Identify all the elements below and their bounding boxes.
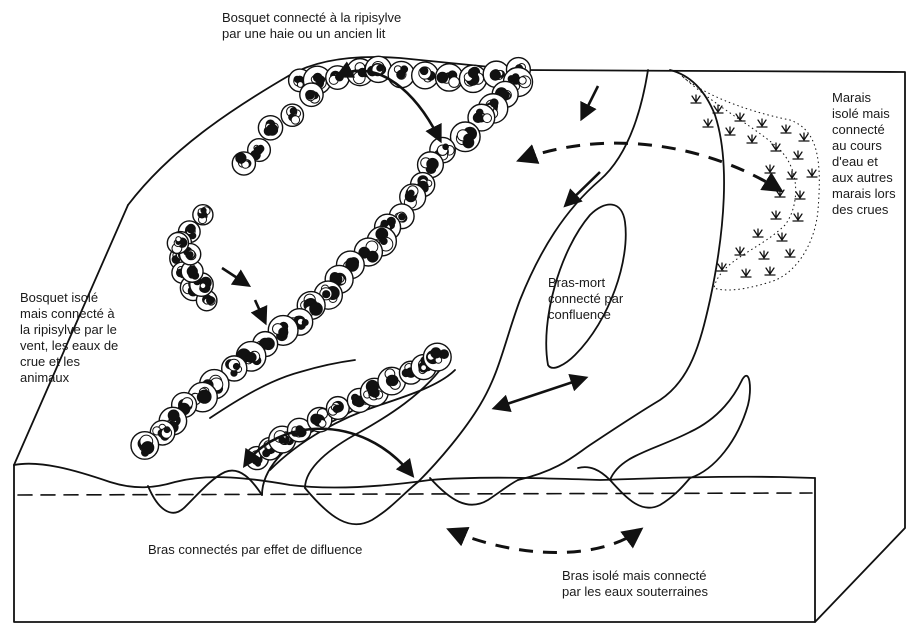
marais-line-6: aux autres <box>832 170 896 186</box>
tree-clump <box>412 62 439 89</box>
marsh-tuft <box>765 267 775 275</box>
marsh-tuft <box>741 269 751 277</box>
marsh-tuft <box>757 119 767 127</box>
tree-clump <box>326 397 349 420</box>
marsh-tuft <box>703 119 713 127</box>
bosquet-isole-line-2: mais connecté à <box>20 306 118 322</box>
tree-clump <box>459 65 486 92</box>
marsh-tuft <box>735 247 745 255</box>
marsh-tuft <box>781 125 791 133</box>
tree-clump <box>281 104 303 126</box>
marsh-tuft <box>771 143 781 151</box>
marsh-tuft <box>753 229 763 237</box>
marsh-vegetation <box>691 95 817 277</box>
channel-profile-3 <box>430 478 518 505</box>
wind-arrow-1 <box>222 268 248 285</box>
marais-label: Marais isolé mais connecté au cours d'ea… <box>832 90 896 218</box>
marsh-tuft <box>793 213 803 221</box>
bras-souterrain-line-1: Bras isolé mais connecté <box>562 568 708 584</box>
bosquet-isole-label: Bosquet isolé mais connecté à la ripisyl… <box>20 290 118 386</box>
marsh-tuft <box>807 169 817 177</box>
isolated-arm-connector <box>578 467 610 480</box>
tree-clumps <box>131 56 533 469</box>
bras-mort-line-3: confluence <box>548 307 623 323</box>
marais-line-1: Marais <box>832 90 896 106</box>
marsh-tuft <box>771 211 781 219</box>
marais-line-8: des crues <box>832 202 896 218</box>
channel-profile-2 <box>305 482 418 524</box>
bosquet-isole-line-4: vent, les eaux de <box>20 338 118 354</box>
bras-mort-label: Bras-mort connecté par confluence <box>548 275 623 323</box>
marsh-tuft <box>759 251 769 259</box>
bosquet-haie-label: Bosquet connecté à la ripisylve par une … <box>222 10 401 42</box>
marais-line-7: marais lors <box>832 186 896 202</box>
marais-line-2: isolé mais <box>832 106 896 122</box>
bosquet-haie-line-1: Bosquet connecté à la ripisylve <box>222 10 401 26</box>
marsh-tuft <box>775 189 785 197</box>
marsh-tuft <box>717 263 727 271</box>
marais-line-5: d'eau et <box>832 154 896 170</box>
bosquet-isole-line-6: animaux <box>20 370 118 386</box>
marsh-tuft <box>795 191 805 199</box>
confluence-arrow <box>495 378 585 408</box>
tree-clump <box>436 64 463 91</box>
marsh-flood-arrow <box>520 143 780 190</box>
bosquet-haie-line-2: par une haie ou un ancien lit <box>222 26 401 42</box>
marsh-tuft <box>765 165 775 173</box>
tree-clump <box>131 432 159 460</box>
wind-arrow-2 <box>255 300 265 322</box>
bras-difluence-label: Bras connectés par effet de difluence <box>148 542 362 558</box>
tree-clump <box>232 152 255 175</box>
marsh-tuft <box>787 171 797 179</box>
bras-souterrain-line-2: par les eaux souterraines <box>562 584 708 600</box>
bras-mort-line-1: Bras-mort <box>548 275 623 291</box>
marsh-tuft <box>793 151 803 159</box>
bras-mort-line-2: connecté par <box>548 291 623 307</box>
marsh-tuft <box>785 249 795 257</box>
marais-line-3: connecté <box>832 122 896 138</box>
water-table-line <box>18 493 812 495</box>
tree-clump <box>423 343 451 371</box>
tree-clump <box>326 66 349 89</box>
marsh-tuft <box>735 113 745 121</box>
bosquet-isole-line-5: crue et les <box>20 354 118 370</box>
tree-clump <box>258 116 282 140</box>
bras-difluence-line-1: Bras connectés par effet de difluence <box>148 542 362 558</box>
bras-souterrain-label: Bras isolé mais connecté par les eaux so… <box>562 568 708 600</box>
marsh-tuft <box>799 133 809 141</box>
tree-clump <box>388 61 414 87</box>
flow-arrow-1 <box>582 86 598 118</box>
tree-clump <box>300 83 323 106</box>
bosquet-isole-line-1: Bosquet isolé <box>20 290 118 306</box>
marais-line-4: au cours <box>832 138 896 154</box>
tree-clump <box>167 232 188 253</box>
marsh-tuft <box>725 127 735 135</box>
marsh-tuft <box>777 233 787 241</box>
marsh-tuft <box>691 95 701 103</box>
bosquet-isole-line-3: la ripisylve par le <box>20 322 118 338</box>
flow-arrow-2 <box>566 172 600 205</box>
marsh-outline <box>682 76 819 290</box>
tree-clump <box>193 205 213 225</box>
groundwater-arrow <box>450 530 640 553</box>
marsh-tuft <box>747 135 757 143</box>
isolated-arm-shape <box>610 376 750 480</box>
